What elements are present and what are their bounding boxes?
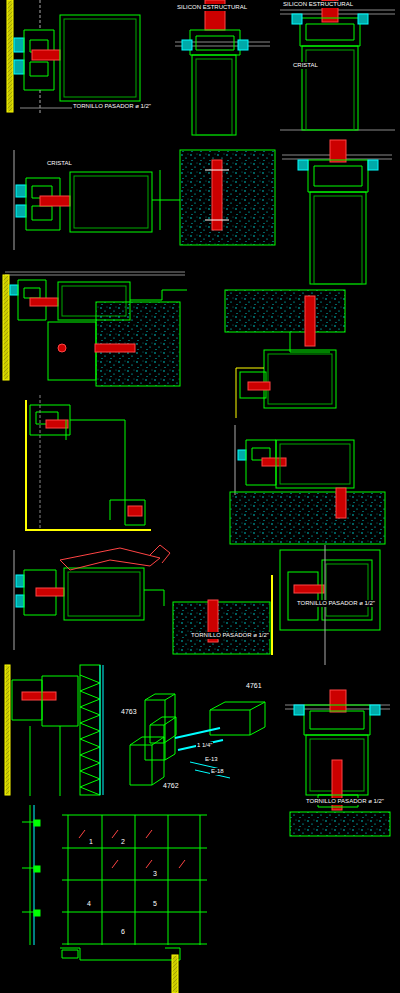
note-label: E-13 [204,756,219,763]
note-label: TORNILLO PASADOR ø 1/2" [72,103,152,110]
note-label: SILICON ESTRUCTURAL [176,4,248,11]
note-label: 1 1/4" [196,742,213,749]
note-label: CRISTAL [46,160,73,167]
callout-number: 4763 [120,708,138,715]
callout-number: 2 [120,838,126,845]
note-label: CRISTAL [292,62,319,69]
callout-number: 4 [86,900,92,907]
callout-number: 4761 [245,682,263,689]
note-label: TORNILLO PASADOR ø 1/2" [296,600,376,607]
callout-number: 3 [152,870,158,877]
callout-number: 4762 [162,782,180,789]
callout-number: 6 [120,928,126,935]
note-label: SILICON ESTRUCTURAL [282,1,354,8]
note-label: TORNILLO PASADOR ø 1/2" [305,798,385,805]
callout-number: 1 [88,838,94,845]
note-label: TORNILLO PASADOR ø 1/2" [190,632,270,639]
note-label: E-18 [210,768,225,775]
callout-number: 5 [152,900,158,907]
